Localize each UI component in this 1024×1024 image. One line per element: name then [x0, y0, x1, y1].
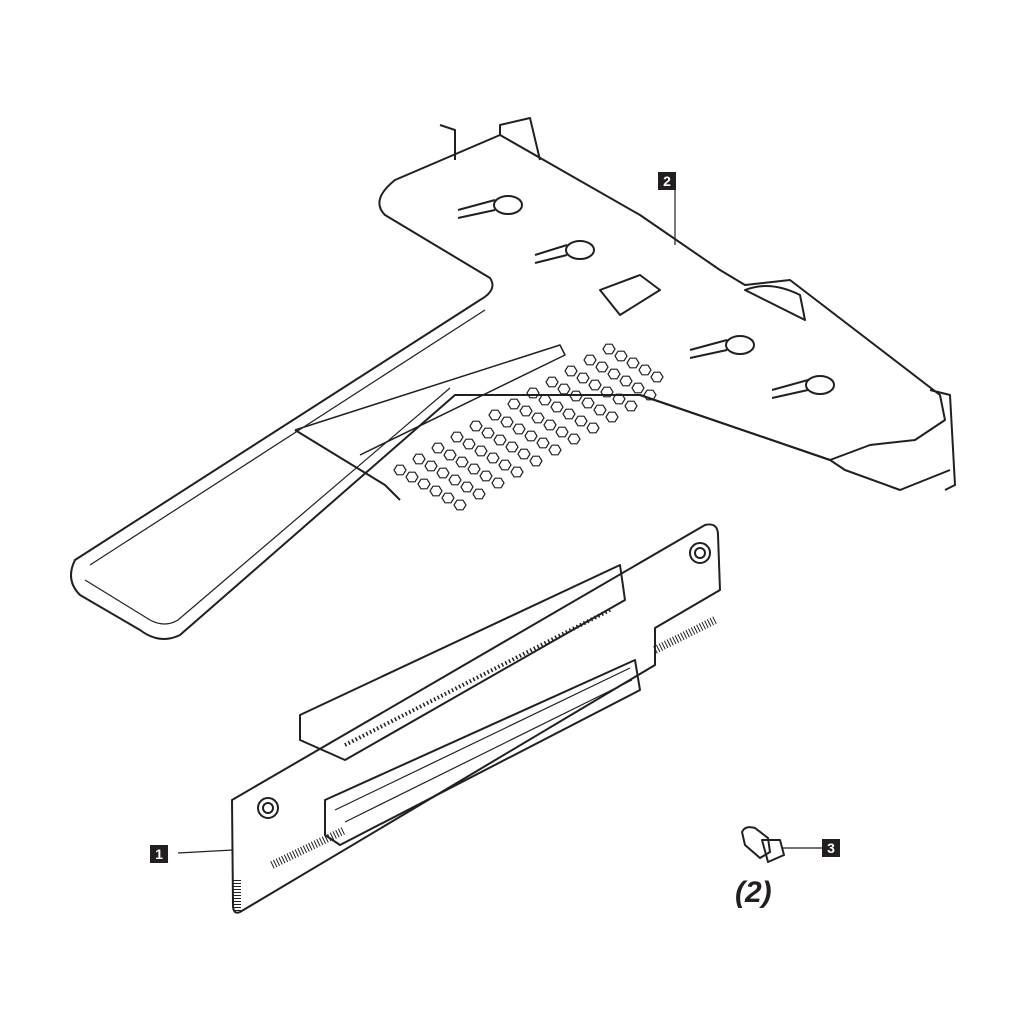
vent-hole: [595, 361, 609, 373]
vent-hole: [545, 376, 559, 388]
vent-hole: [493, 434, 507, 446]
vent-hole: [455, 456, 469, 468]
vent-hole: [453, 499, 467, 511]
vent-hole: [460, 481, 474, 493]
vent-hole: [441, 492, 455, 504]
vent-hole: [602, 343, 616, 355]
vent-hole: [543, 419, 557, 431]
vent-hole: [600, 386, 614, 398]
vent-hole: [431, 442, 445, 454]
bracket-clips: [457, 195, 835, 399]
vent-hole: [567, 433, 581, 445]
vent-hole: [619, 375, 633, 387]
vent-hole: [467, 463, 481, 475]
vent-hole: [500, 416, 514, 428]
vent-hole: [614, 350, 628, 362]
vent-hole: [612, 393, 626, 405]
vent-hole: [507, 398, 521, 410]
vent-hole: [429, 485, 443, 497]
vent-hole: [624, 400, 638, 412]
vent-hole: [593, 404, 607, 416]
vent-hole: [526, 387, 540, 399]
vent-hole: [564, 365, 578, 377]
screw: [741, 826, 785, 863]
vent-hole: [574, 415, 588, 427]
vent-hole: [412, 453, 426, 465]
vent-hole: [424, 460, 438, 472]
vent-hole: [469, 420, 483, 432]
vent-hole: [605, 411, 619, 423]
callout-1: 1: [150, 845, 168, 863]
vent-hole: [436, 467, 450, 479]
riser-card: [231, 523, 721, 914]
vent-hole: [488, 409, 502, 421]
vent-hole: [510, 466, 524, 478]
vent-hole: [462, 438, 476, 450]
vent-hole: [498, 459, 512, 471]
vent-hole: [583, 354, 597, 366]
vent-hole: [643, 389, 657, 401]
leader-lines: [177, 190, 822, 854]
vent-hole: [417, 478, 431, 490]
vent-hole: [576, 372, 590, 384]
vent-hole: [569, 390, 583, 402]
vent-hole: [536, 437, 550, 449]
vent-hole: [638, 364, 652, 376]
vent-hole: [626, 357, 640, 369]
vent-hole: [631, 382, 645, 394]
vent-hole: [607, 368, 621, 380]
vent-hole: [405, 471, 419, 483]
vent-hole: [505, 441, 519, 453]
vent-hole: [448, 474, 462, 486]
vent-hole: [557, 383, 571, 395]
vent-hole: [529, 455, 543, 467]
vent-hole: [562, 408, 576, 420]
riser-bracket: [70, 117, 956, 640]
vent-hole: [581, 397, 595, 409]
vent-hole: [524, 430, 538, 442]
vent-hole: [588, 379, 602, 391]
vent-hole: [531, 412, 545, 424]
vent-hole: [472, 488, 486, 500]
vent-hole: [479, 470, 493, 482]
vent-pattern: [393, 343, 664, 511]
vent-hole: [450, 431, 464, 443]
vent-hole: [481, 427, 495, 439]
vent-hole: [474, 445, 488, 457]
vent-hole: [550, 401, 564, 413]
vent-hole: [491, 477, 505, 489]
callout-3: 3: [822, 839, 840, 857]
vent-hole: [519, 405, 533, 417]
vent-hole: [650, 371, 664, 383]
vent-hole: [548, 444, 562, 456]
vent-hole: [443, 449, 457, 461]
vent-hole: [512, 423, 526, 435]
vent-hole: [586, 422, 600, 434]
vent-hole: [486, 452, 500, 464]
vent-hole: [393, 464, 407, 476]
screw-quantity: (2): [735, 876, 772, 909]
vent-hole: [555, 426, 569, 438]
callout-2: 2: [658, 172, 676, 190]
vent-hole: [538, 394, 552, 406]
vent-hole: [517, 448, 531, 460]
